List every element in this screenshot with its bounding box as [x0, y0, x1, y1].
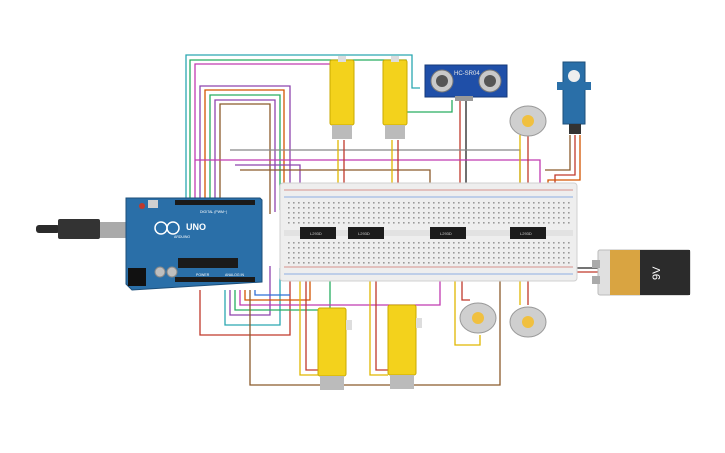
ultrasonic-sensor: HC-SR04 [424, 64, 508, 101]
wire-yellow-dc3 [454, 262, 481, 346]
wire-yellow-m3 [299, 262, 318, 376]
wire-green-sensor [189, 59, 453, 200]
wire-magenta-bot [239, 262, 441, 306]
arduino-digital-label: DIGITAL (PWM~) [200, 210, 227, 214]
wire-purple-top2 [214, 99, 276, 212]
driver-chip-2: L293D [348, 227, 384, 239]
ultrasonic-sensor-label: HC-SR04 [454, 71, 480, 77]
driver-chip-2-label: L293D [358, 231, 370, 236]
wire-red-servo [554, 135, 576, 190]
wire-red-m4 [375, 262, 388, 371]
driver-chip-1: L293D [300, 227, 336, 239]
wire-purple-top [199, 85, 291, 200]
wire-orange-top [204, 89, 285, 205]
battery-9v: 9V [592, 249, 691, 296]
gear-motor-1 [329, 56, 355, 139]
wire-purple-h [235, 164, 301, 190]
breadboard-holes [288, 202, 570, 264]
gear-motor-3 [317, 307, 352, 390]
wire-brown-servo [545, 135, 571, 171]
driver-chip-1-label: L293D [310, 231, 322, 236]
driver-chip-4: L293D [510, 227, 546, 239]
arduino-analog-label: ANALOG IN [225, 273, 245, 277]
wire-magenta-sensor [194, 63, 330, 200]
dc-motor-1 [509, 105, 547, 137]
wire-magenta-h [195, 159, 541, 190]
arduino-uno: UNO ARDUINO DIGITAL (PWM~) POWER ANALOG … [36, 197, 263, 291]
dc-motor-3 [509, 306, 547, 338]
wire-cyan-bot [224, 268, 281, 326]
battery-label: 9V [651, 266, 663, 280]
driver-chip-4-label: L293D [520, 231, 532, 236]
wire-green-top2 [209, 94, 281, 210]
wire-brown-bot [249, 262, 501, 386]
dc-motor-2 [459, 302, 497, 334]
breadboard [279, 182, 578, 282]
wire-brown-top [219, 103, 271, 214]
arduino-board-label: UNO [186, 222, 206, 232]
wire-green-bot [234, 262, 331, 311]
driver-chip-3: L293D [430, 227, 466, 239]
arduino-power-label: POWER [196, 273, 210, 277]
wire-cyan-sensor [185, 54, 420, 200]
wire-red-bot [199, 270, 291, 336]
wire-red-m3 [305, 262, 318, 371]
arduino-brand-label: ARDUINO [174, 235, 190, 239]
wire-blue-bot [254, 290, 290, 296]
driver-chip-3-label: L293D [440, 231, 452, 236]
wire-yellow-m4 [369, 262, 388, 376]
servo-motor [557, 61, 591, 134]
gear-motor-2 [382, 56, 408, 139]
gear-motor-4 [387, 304, 422, 389]
